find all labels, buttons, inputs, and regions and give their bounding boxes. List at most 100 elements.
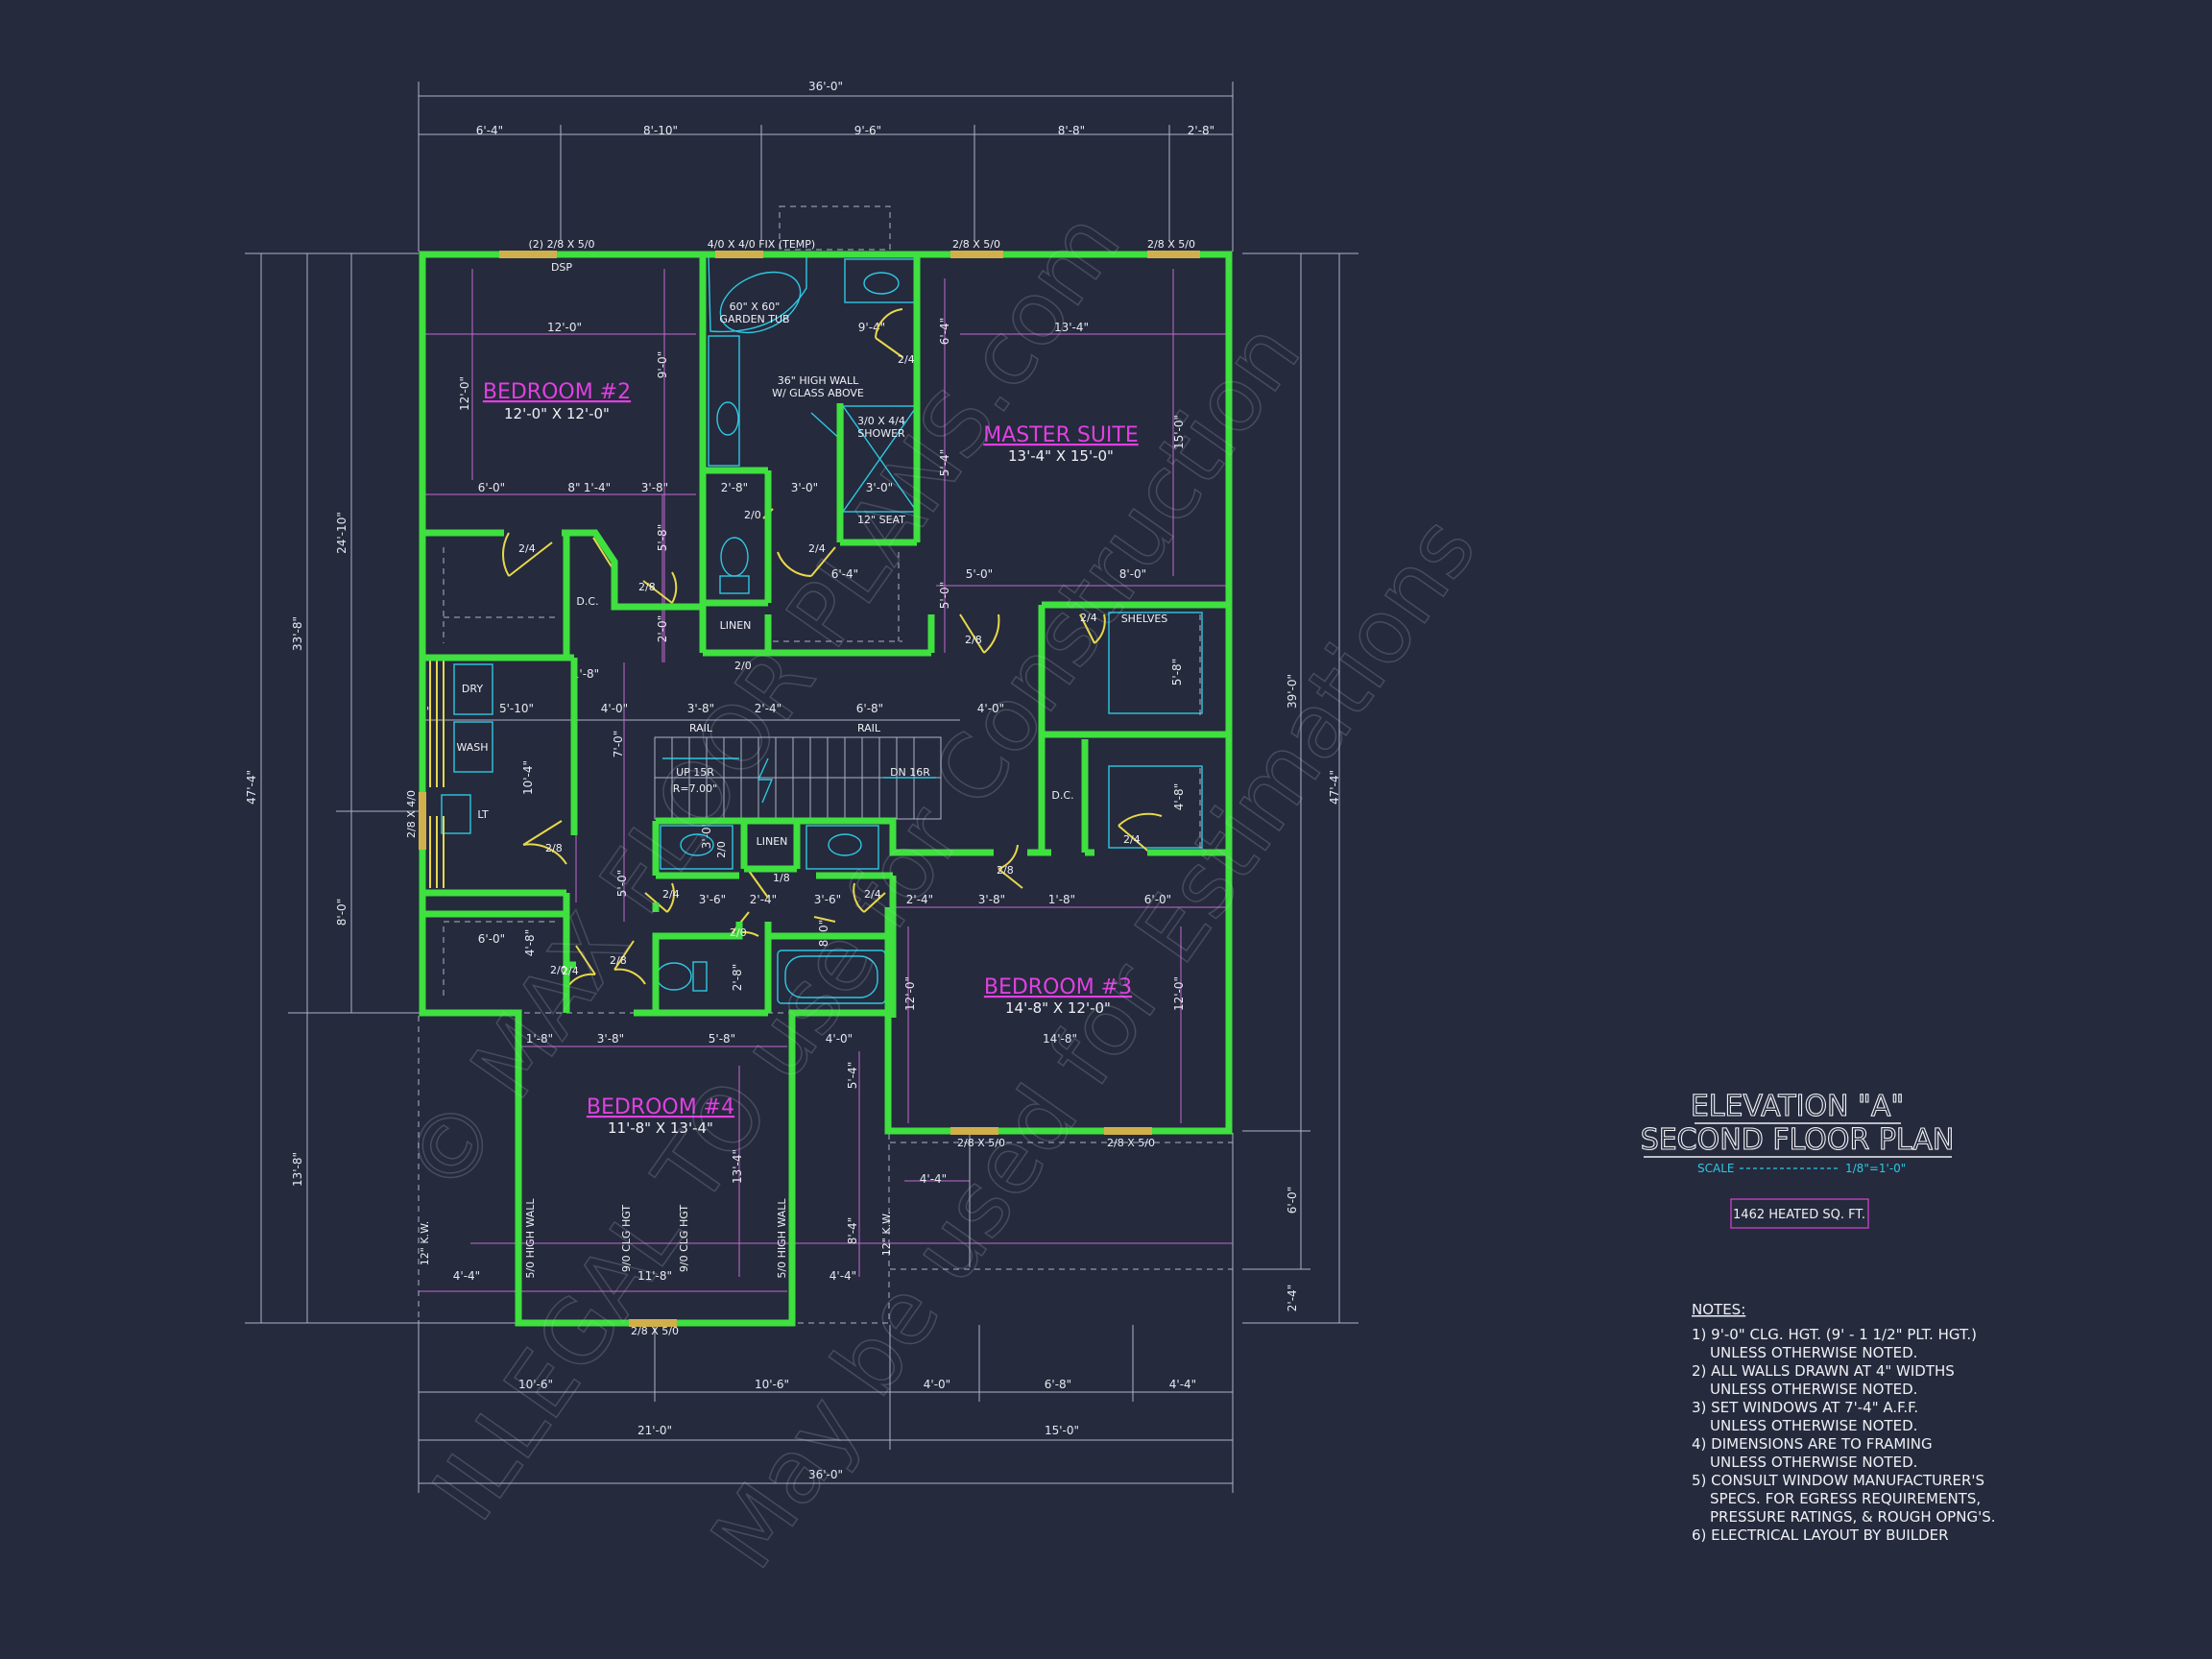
dc-label-2: D.C. (1051, 789, 1073, 802)
dim-interior: 12'-0" (547, 321, 582, 334)
dim-left-lower: 13'-8" (291, 1152, 304, 1187)
door-label: 1/8 (773, 872, 790, 884)
note-line: 1) 9'-0" CLG. HGT. (9' - 1 1/2" PLT. HGT… (1692, 1326, 1977, 1343)
door-label: 2/4 (864, 888, 881, 901)
fixture-labels: 60" X 60" GARDEN TUB 36" HIGH WALL W/ GL… (419, 301, 1167, 1279)
dim-bottom-overall: 36'-0" (808, 1468, 843, 1481)
dim-top-seg: 6'-4" (476, 124, 503, 137)
stair-down-label: DN 16R (890, 766, 930, 779)
notes-block: NOTES: 1) 9'-0" CLG. HGT. (9' - 1 1/2" P… (1692, 1301, 1996, 1544)
walls (419, 251, 1233, 1327)
dim-interior: 5'-8" (1170, 659, 1184, 685)
title-block: ELEVATION "A" SECOND FLOOR PLAN SCALE 1/… (1640, 1089, 1955, 1229)
window-label: 2/8 X 5/0 (1107, 1137, 1155, 1149)
window-label: (2) 2/8 X 5/0 (528, 238, 594, 251)
shelves-label: SHELVES (1121, 613, 1168, 625)
dim-interior: 2'-8" (721, 481, 748, 494)
dim-bottom-seg: 4'-0" (924, 1378, 950, 1391)
dim-interior: 3'-0" (700, 822, 713, 849)
laundry-hatch (429, 661, 445, 888)
linen-label: LINEN (720, 619, 752, 632)
linen-label-2: LINEN (757, 835, 788, 848)
dim-top-seg: 8'-8" (1058, 124, 1085, 137)
dimension-texts: 36'-0" 6'-4" 8'-10" 9'-6" 8'-8" 2'-8" 10… (245, 80, 1341, 1481)
door-label: 2/8 (997, 864, 1014, 877)
dim-interior: 12'-0" (458, 376, 471, 411)
window-master-2 (1147, 251, 1200, 258)
stair-up-label: UP 15R (676, 766, 714, 779)
dim-interior: 10'-4" (521, 760, 535, 795)
scale-label: SCALE (1697, 1162, 1734, 1175)
dim-bottom-seg: 4'-4" (1169, 1378, 1196, 1391)
note-line: SPECS. FOR EGRESS REQUIREMENTS, (1710, 1490, 1981, 1507)
door-label: 2/0 (734, 660, 752, 672)
laundry-tub-label: LT (477, 808, 489, 821)
dim-interior: 5'-8" (656, 524, 669, 551)
dim-interior: 13'-4" (1054, 321, 1089, 334)
note-line: 3) SET WINDOWS AT 7'-4" A.F.F. (1692, 1399, 1918, 1416)
rail-label: RAIL (689, 722, 713, 734)
dim-interior: 3'-6" (699, 893, 726, 906)
door-label: 2/8 (545, 842, 563, 854)
window-bed2 (499, 251, 557, 258)
note-line: UNLESS OTHERWISE NOTED. (1710, 1454, 1917, 1471)
dim-interior: 11'-8" (637, 1269, 672, 1283)
dim-interior: 2'-4" (906, 893, 933, 906)
window-master (950, 251, 1003, 258)
dryer-label: DRY (462, 683, 483, 695)
dim-interior: 12'-0" (1172, 976, 1186, 1011)
door-label: 2/4 (562, 965, 579, 977)
dim-top-seg: 8'-10" (643, 124, 678, 137)
dim-interior: 3'-8" (687, 702, 714, 715)
room-labels: BEDROOM #2 12'-0" X 12'-0" MASTER SUITE … (483, 380, 1139, 1137)
note-line: UNLESS OTHERWISE NOTED. (1710, 1417, 1917, 1434)
room-size-bedroom3: 14'-8" X 12'-0" (1005, 999, 1111, 1017)
note-line: UNLESS OTHERWISE NOTED. (1710, 1381, 1917, 1398)
door-label: 2/8 (965, 634, 982, 646)
heated-area: 1462 HEATED SQ. FT. (1733, 1208, 1865, 1222)
dim-interior: 5'-0" (615, 870, 629, 897)
door-label: 2/4 (518, 542, 536, 555)
window-tub (715, 251, 763, 258)
door-label: 2/4 (808, 542, 826, 555)
note-line: UNLESS OTHERWISE NOTED. (1710, 1344, 1917, 1361)
dim-interior: 5'-10" (499, 702, 534, 715)
door-label: 2/4 (898, 353, 915, 366)
room-size-bedroom2: 12'-0" X 12'-0" (504, 405, 610, 422)
room-size-master: 13'-4" X 15'-0" (1008, 447, 1114, 465)
area-box (1730, 1198, 1869, 1229)
dim-interior: 5'-4" (938, 449, 951, 476)
dim-interior: 3'-0" (791, 481, 818, 494)
scale-value: 1/8"=1'-0" (1845, 1162, 1906, 1175)
dim-top-overall: 36'-0" (808, 80, 843, 93)
window-labels: (2) 2/8 X 5/0 DSP 4/0 X 4/0 FIX (TEMP) 2… (405, 238, 1195, 1337)
dim-interior: 1'-8" (526, 1032, 553, 1046)
note-line: 6) ELECTRICAL LAYOUT BY BUILDER (1692, 1527, 1949, 1544)
dim-interior: 3'-6" (814, 893, 841, 906)
dim-interior: 6'-0" (1144, 893, 1171, 906)
dim-interior: 3'-8" (597, 1032, 624, 1046)
dim-interior: 4'-0" (601, 702, 628, 715)
dim-interior: 1'-8" (1048, 893, 1075, 906)
dim-right-outer: 47'-4" (1328, 770, 1341, 805)
dim-interior: 1'-8" (572, 667, 599, 681)
dimension-lines (245, 82, 1358, 1493)
window-label: 2/8 X 4/0 (405, 790, 418, 838)
dim-left-inner-top: 24'-10" (335, 512, 349, 554)
shower-size: 3/0 X 4/4 (857, 415, 905, 427)
dim-right-mid: 39'-0" (1286, 674, 1299, 709)
dim-interior: 9'-0" (656, 351, 669, 378)
dim-left-inner-bottom: 8'-0" (335, 899, 349, 926)
title-plan: SECOND FLOOR PLAN (1641, 1123, 1955, 1157)
dim-interior: 4'-8" (1172, 783, 1186, 810)
window-label: 2/8 X 5/0 (631, 1325, 679, 1337)
dim-interior: 5'-8" (709, 1032, 735, 1046)
knee-wall-label-2: 12" K.W. (880, 1212, 893, 1256)
high-wall-glass-label: W/ GLASS ABOVE (772, 387, 864, 399)
dim-right-lower: 6'-0" (1286, 1187, 1299, 1214)
window-label: 2/8 X 5/0 (952, 238, 1000, 251)
dim-interior: 2'-0" (656, 615, 669, 642)
dim-interior: 14'-8" (1043, 1032, 1077, 1046)
dim-interior: 15'-0" (1172, 415, 1186, 449)
washer-label: WASH (456, 741, 488, 754)
